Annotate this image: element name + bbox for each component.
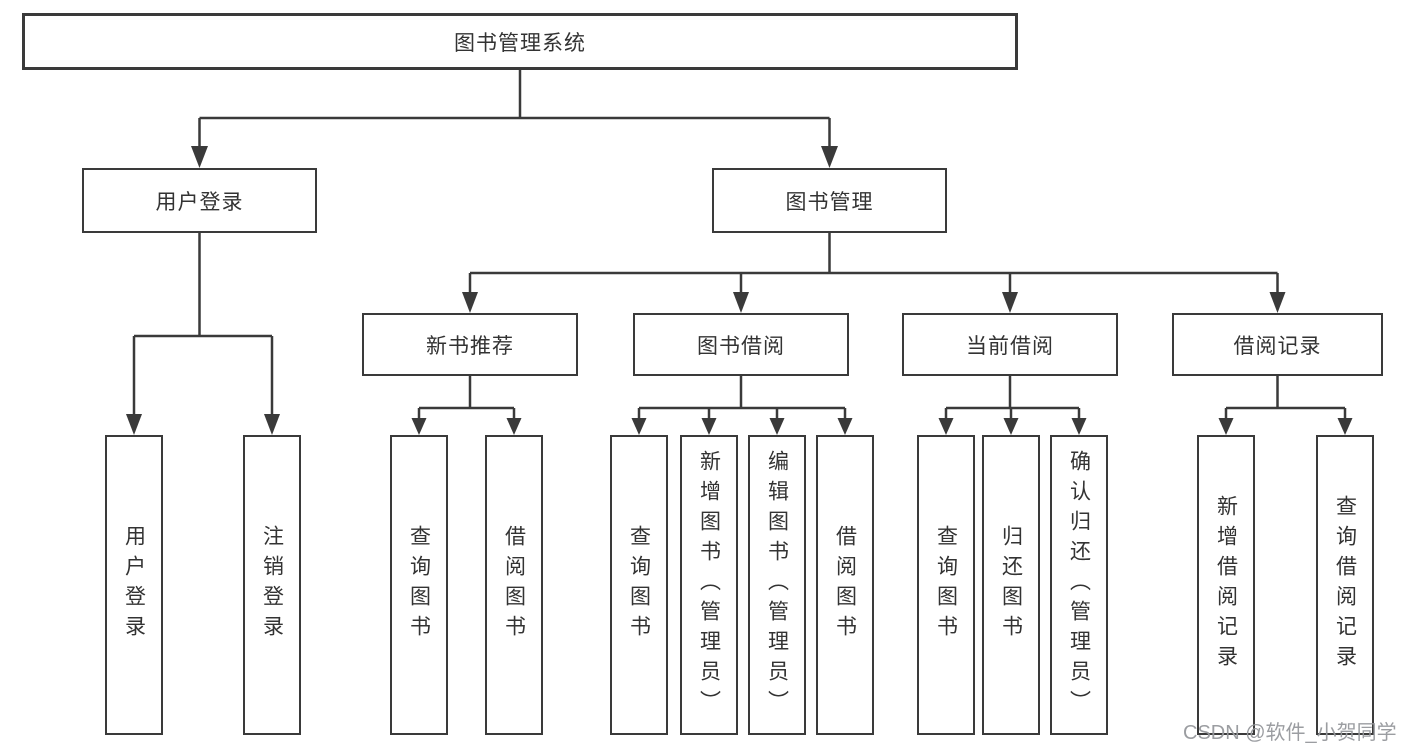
node-label: 借阅图书: [502, 525, 526, 645]
node-label: 归还图书: [999, 525, 1023, 645]
node-label: 用户登录: [155, 190, 244, 214]
leaf-add-book-admin: 新增图书（管理员）: [680, 435, 738, 735]
leaf-query-books-current: 查询图书: [917, 435, 975, 735]
node-label: 用户登录: [122, 525, 146, 645]
node-label: 确认归还（管理员）: [1067, 450, 1091, 720]
node-label: 查询借阅记录: [1333, 495, 1357, 675]
leaf-query-books-borrowing: 查询图书: [610, 435, 668, 735]
connector-paths: [132, 70, 1347, 422]
leaf-user-login: 用户登录: [105, 435, 163, 735]
node-label: 新增图书（管理员）: [697, 450, 721, 720]
leaf-confirm-return-admin: 确认归还（管理员）: [1050, 435, 1108, 735]
node-label: 图书管理: [785, 190, 874, 214]
leaf-logout: 注销登录: [243, 435, 301, 735]
arrowheads: [126, 146, 1353, 435]
node-label: 当前借阅: [966, 334, 1054, 358]
node-label: 查询图书: [934, 525, 958, 645]
node-new-book-recommendation: 新书推荐: [362, 313, 578, 376]
node-label: 编辑图书（管理员）: [765, 450, 789, 720]
leaf-return-books: 归还图书: [982, 435, 1040, 735]
node-current-borrowing: 当前借阅: [902, 313, 1118, 376]
node-book-borrowing: 图书借阅: [633, 313, 849, 376]
node-label: 图书借阅: [697, 334, 785, 358]
leaf-query-books-recommend: 查询图书: [390, 435, 448, 735]
leaf-edit-book-admin: 编辑图书（管理员）: [748, 435, 806, 735]
node-library-management-system: 图书管理系统: [22, 13, 1018, 70]
leaf-query-borrow-record: 查询借阅记录: [1316, 435, 1374, 735]
node-user-login: 用户登录: [82, 168, 317, 233]
node-label: 借阅图书: [833, 525, 857, 645]
node-label: 注销登录: [260, 525, 284, 645]
node-label: 新书推荐: [426, 334, 514, 358]
node-borrowing-records: 借阅记录: [1172, 313, 1383, 376]
leaf-add-borrow-record: 新增借阅记录: [1197, 435, 1255, 735]
leaf-borrow-books-recommend: 借阅图书: [485, 435, 543, 735]
node-label: 借阅记录: [1233, 334, 1322, 358]
node-label: 图书管理系统: [454, 31, 586, 55]
node-book-management: 图书管理: [712, 168, 947, 233]
node-label: 查询图书: [627, 525, 651, 645]
watermark-text: CSDN @软件_小贺同学: [1183, 722, 1397, 744]
node-label: 新增借阅记录: [1214, 495, 1238, 675]
leaf-borrow-books-borrowing: 借阅图书: [816, 435, 874, 735]
node-label: 查询图书: [407, 525, 431, 645]
